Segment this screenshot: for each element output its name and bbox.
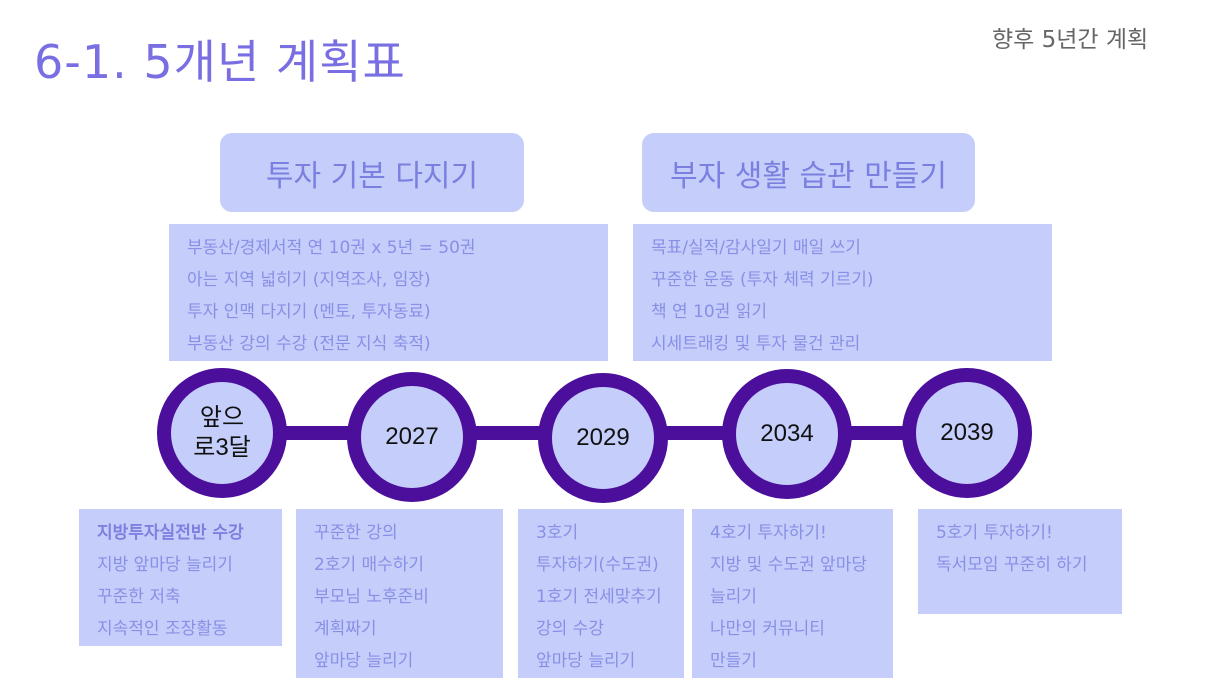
milestone-label: 2039 xyxy=(940,419,994,446)
list-item: 앞마당 늘리기 xyxy=(314,651,414,671)
list-item: 책 연 10권 읽기 xyxy=(651,302,768,322)
list-item: 꾸준한 강의 xyxy=(314,523,398,543)
top-box-rich-habits: 목표/실적/감사일기 매일 쓰기 꾸준한 운동 (투자 체력 기르기) 책 연 … xyxy=(633,224,1052,361)
list-item: 목표/실적/감사일기 매일 쓰기 xyxy=(651,238,861,258)
list-item: 계획짜기 xyxy=(314,619,377,639)
milestone-2029: 2029 xyxy=(538,373,668,503)
milestone-label: 2034 xyxy=(760,420,814,447)
list-item: 강의 수강 xyxy=(536,619,604,639)
milestone-box-3months: 지방투자실전반 수강 지방 앞마당 늘리기 꾸준한 저축 지속적인 조장활동 xyxy=(79,509,282,646)
milestone-2034: 2034 xyxy=(722,369,852,499)
list-item: 2호기 매수하기 xyxy=(314,555,425,575)
list-item: 4호기 투자하기! xyxy=(710,523,827,543)
list-item: 아는 지역 넓히기 (지역조사, 임장) xyxy=(187,270,431,290)
list-item: 독서모임 꾸준히 하기 xyxy=(936,555,1088,575)
milestone-label: 2029 xyxy=(576,424,630,451)
top-box-invest-basics: 부동산/경제서적 연 10권 x 5년 = 50권 아는 지역 넓히기 (지역조… xyxy=(169,224,608,361)
milestone-box-2039: 5호기 투자하기! 독서모임 꾸준히 하기 xyxy=(918,509,1122,614)
list-item: 1호기 전세맞추기 xyxy=(536,587,662,607)
list-item: 나만의 커뮤니티 xyxy=(710,619,825,639)
list-item: 만들기 xyxy=(710,651,757,671)
list-item: 지속적인 조장활동 xyxy=(97,619,228,639)
list-item: 지방 앞마당 늘리기 xyxy=(97,555,233,575)
page-subtitle: 향후 5년간 계획 xyxy=(992,27,1149,53)
list-item: 부동산/경제서적 연 10권 x 5년 = 50권 xyxy=(187,238,476,258)
list-item: 지방투자실전반 수강 xyxy=(97,523,244,543)
list-item: 부모님 노후준비 xyxy=(314,587,429,607)
list-item: 부동산 강의 수강 (전문 지식 축적) xyxy=(187,334,431,354)
list-item: 5호기 투자하기! xyxy=(936,523,1053,543)
list-item: 지방 및 수도권 앞마당 xyxy=(710,555,867,575)
page-title: 6-1. 5개년 계획표 xyxy=(34,35,406,89)
milestone-box-2034: 4호기 투자하기! 지방 및 수도권 앞마당 늘리기 나만의 커뮤니티 만들기 xyxy=(692,509,893,678)
list-item: 투자 인맥 다지기 (멘토, 투자동료) xyxy=(187,302,431,322)
milestone-2027: 2027 xyxy=(347,372,477,502)
milestone-box-2027: 꾸준한 강의 2호기 매수하기 부모님 노후준비 계획짜기 앞마당 늘리기 xyxy=(296,509,503,678)
milestone-label: 2027 xyxy=(385,423,439,450)
milestone-2039: 2039 xyxy=(902,368,1032,498)
header-rich-habits: 부자 생활 습관 만들기 xyxy=(642,133,975,212)
milestone-label: 앞으 xyxy=(199,404,245,431)
list-item: 앞마당 늘리기 xyxy=(536,651,636,671)
list-item: 투자하기(수도권) xyxy=(536,555,659,575)
milestone-label: 로3달 xyxy=(193,434,251,461)
list-item: 늘리기 xyxy=(710,587,757,607)
list-item: 시세트래킹 및 투자 물건 관리 xyxy=(651,334,861,354)
milestone-box-2029: 3호기 투자하기(수도권) 1호기 전세맞추기 강의 수강 앞마당 늘리기 xyxy=(518,509,684,678)
list-item: 꾸준한 저축 xyxy=(97,587,181,607)
list-item: 꾸준한 운동 (투자 체력 기르기) xyxy=(651,270,874,290)
list-item: 3호기 xyxy=(536,523,579,543)
header-invest-basics: 투자 기본 다지기 xyxy=(220,133,524,212)
